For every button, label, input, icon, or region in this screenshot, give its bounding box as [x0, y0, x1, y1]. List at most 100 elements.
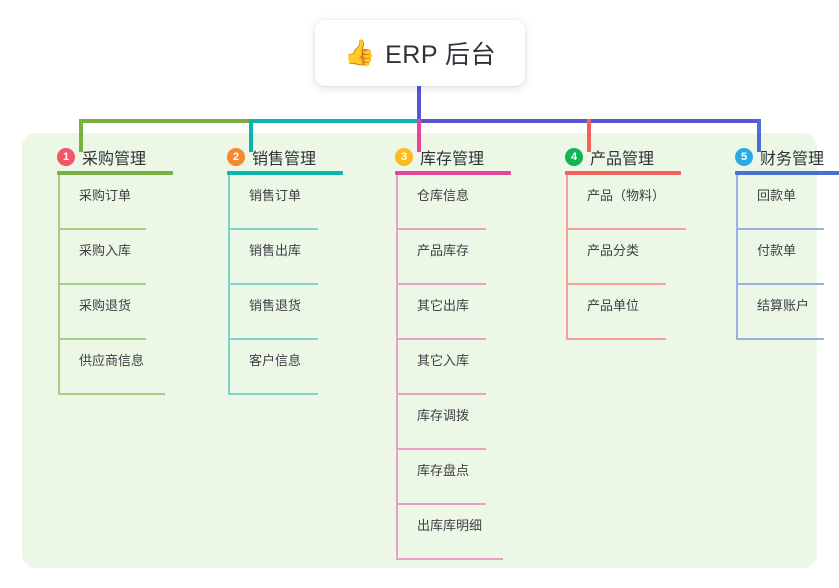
root-node[interactable]: 👍 ERP 后台 — [315, 20, 525, 86]
branch-item-label: 采购退货 — [79, 298, 132, 313]
branch-title: 财务管理 — [760, 151, 825, 168]
branch-item-underline — [736, 283, 824, 285]
branch-spine — [566, 175, 568, 340]
branch-item-underline — [566, 283, 666, 285]
branch-item-label: 销售出库 — [249, 243, 302, 258]
branch-title: 销售管理 — [252, 151, 317, 168]
branch-item-label: 产品库存 — [417, 243, 470, 258]
drop-connector-1 — [79, 119, 83, 152]
branch-column-3: 3 库存管理仓库信息产品库存其它出库其它入库库存调拨库存盘点出库库明细 — [395, 133, 565, 560]
branch-number-badge: 5 — [735, 148, 753, 166]
branch-item-label: 出库库明细 — [417, 518, 483, 533]
branch-item-underline — [396, 228, 486, 230]
branch-item[interactable]: 产品库存 — [395, 230, 565, 285]
branch-column-4: 4 产品管理产品（物料） 产品分类产品单位 — [565, 133, 735, 340]
branch-item-label: 其它出库 — [417, 298, 470, 313]
branch-column-1: 1 采购管理采购订单采购入库采购退货供应商信息 — [57, 133, 227, 395]
branch-item[interactable]: 销售出库 — [227, 230, 397, 285]
branch-item-underline — [58, 338, 146, 340]
branch-column-2: 2 销售管理销售订单销售出库销售退货客户信息 — [227, 133, 397, 395]
branch-item-label: 供应商信息 — [79, 353, 145, 368]
branch-item-underline — [566, 228, 686, 230]
branch-item-list: 产品（物料） 产品分类产品单位 — [565, 175, 735, 340]
branch-item-label: 采购订单 — [79, 188, 132, 203]
branch-header-5[interactable]: 5 财务管理 — [735, 133, 839, 173]
branch-item[interactable]: 产品单位 — [565, 285, 735, 340]
branch-item-list: 回款单付款单结算账户 — [735, 175, 839, 340]
branch-underline — [395, 171, 511, 175]
branch-header-4[interactable]: 4 产品管理 — [565, 133, 735, 173]
branch-item[interactable]: 回款单 — [735, 175, 839, 230]
branch-item-list: 销售订单销售出库销售退货客户信息 — [227, 175, 397, 395]
branch-item[interactable]: 库存盘点 — [395, 450, 565, 505]
branch-item[interactable]: 结算账户 — [735, 285, 839, 340]
branch-item[interactable]: 仓库信息 — [395, 175, 565, 230]
branch-item-underline — [58, 283, 146, 285]
bus-segment-teal — [249, 119, 421, 123]
branch-item-underline — [396, 393, 486, 395]
branch-item[interactable]: 付款单 — [735, 230, 839, 285]
branch-item[interactable]: 库存调拨 — [395, 395, 565, 450]
root-node-title: ERP 后台 — [385, 41, 497, 69]
branch-header-3[interactable]: 3 库存管理 — [395, 133, 565, 173]
branch-spine — [396, 175, 398, 560]
drop-connector-3 — [417, 119, 421, 152]
branch-item-label: 库存调拨 — [417, 408, 470, 423]
branch-item-label: 销售退货 — [249, 298, 302, 313]
branch-item[interactable]: 采购退货 — [57, 285, 227, 340]
branch-item-list: 仓库信息产品库存其它出库其它入库库存调拨库存盘点出库库明细 — [395, 175, 565, 560]
branch-item-underline — [396, 558, 503, 560]
branch-spine — [736, 175, 738, 340]
branch-item-underline — [228, 393, 318, 395]
branch-spine — [228, 175, 230, 395]
branch-item-label: 产品分类 — [587, 243, 640, 258]
branch-item[interactable]: 客户信息 — [227, 340, 397, 395]
branches-panel — [22, 133, 817, 568]
branch-item[interactable]: 产品（物料） — [565, 175, 735, 230]
branch-item-label: 销售订单 — [249, 188, 302, 203]
branch-item[interactable]: 销售退货 — [227, 285, 397, 340]
branch-underline — [57, 171, 173, 175]
branch-item-label: 其它入库 — [417, 353, 470, 368]
branch-item-underline — [396, 338, 486, 340]
branch-item[interactable]: 出库库明细 — [395, 505, 565, 560]
branch-header-1[interactable]: 1 采购管理 — [57, 133, 227, 173]
branch-item-underline — [396, 283, 486, 285]
thumbs-up-icon: 👍 — [343, 38, 376, 67]
branch-underline — [565, 171, 681, 175]
branch-item-underline — [58, 393, 165, 395]
branch-column-5: 5 财务管理回款单付款单结算账户 — [735, 133, 839, 340]
branch-item-label: 产品单位 — [587, 298, 640, 313]
branch-title: 采购管理 — [82, 151, 147, 168]
branch-item-label: 采购入库 — [79, 243, 132, 258]
branch-item-underline — [736, 228, 824, 230]
branch-item[interactable]: 产品分类 — [565, 230, 735, 285]
branch-title: 库存管理 — [420, 151, 485, 168]
drop-connector-2 — [249, 119, 253, 152]
drop-connector-5 — [757, 119, 761, 152]
branch-number-badge: 4 — [565, 148, 583, 166]
branch-item-underline — [228, 283, 318, 285]
branch-header-2[interactable]: 2 销售管理 — [227, 133, 397, 173]
branch-item[interactable]: 其它出库 — [395, 285, 565, 340]
branch-item[interactable]: 供应商信息 — [57, 340, 227, 395]
branch-item-underline — [396, 503, 486, 505]
branch-item-list: 采购订单采购入库采购退货供应商信息 — [57, 175, 227, 395]
branch-item[interactable]: 采购订单 — [57, 175, 227, 230]
branch-item[interactable]: 其它入库 — [395, 340, 565, 395]
bus-segment-green — [79, 119, 251, 123]
branch-title: 产品管理 — [590, 151, 655, 168]
branch-item-label: 付款单 — [757, 243, 797, 258]
branch-item[interactable]: 采购入库 — [57, 230, 227, 285]
branch-item[interactable]: 销售订单 — [227, 175, 397, 230]
branch-number-badge: 2 — [227, 148, 245, 166]
branch-underline — [735, 171, 839, 175]
branch-item-label: 仓库信息 — [417, 188, 470, 203]
branch-item-underline — [228, 228, 318, 230]
branch-item-label: 结算账户 — [757, 298, 810, 313]
branch-number-badge: 1 — [57, 148, 75, 166]
branch-number-badge: 3 — [395, 148, 413, 166]
branch-spine — [58, 175, 60, 395]
branch-item-label: 库存盘点 — [417, 463, 470, 478]
